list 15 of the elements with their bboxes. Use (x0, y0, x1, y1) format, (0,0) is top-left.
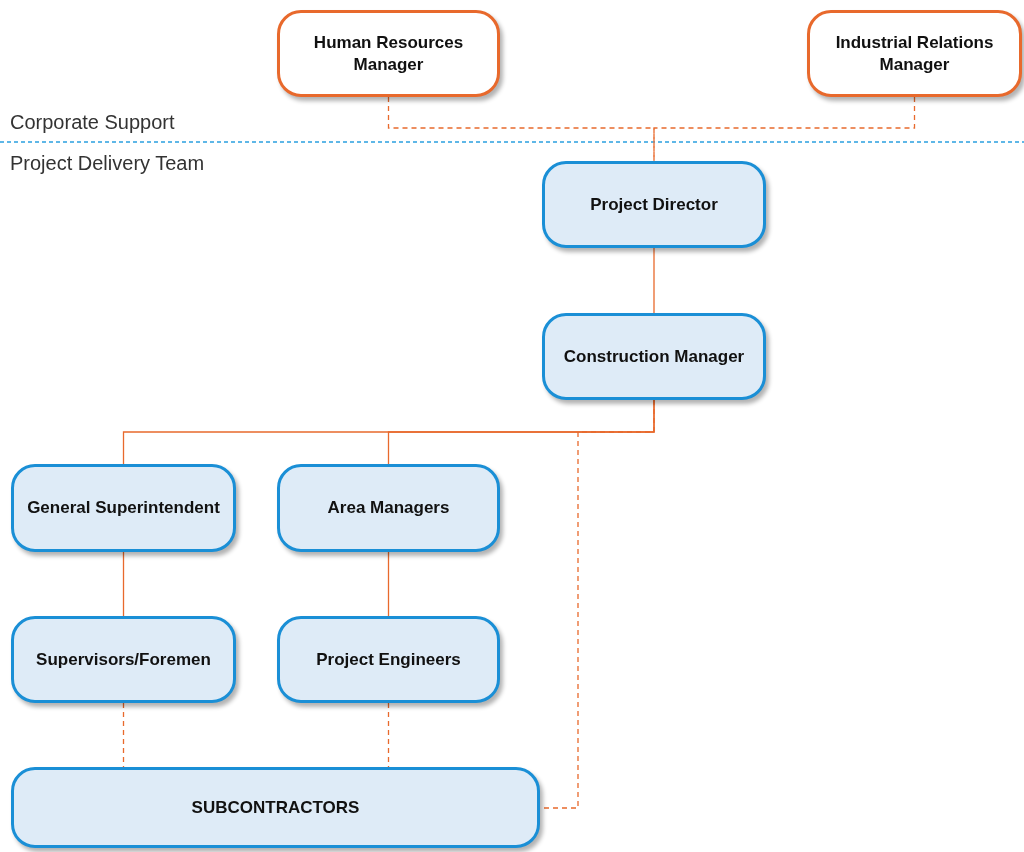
role-box: Project Director (542, 161, 766, 248)
role-box: Construction Manager (542, 313, 766, 400)
manager-box: Human Resources Manager (277, 10, 500, 97)
role-box: Supervisors/Foremen (11, 616, 236, 703)
connector-line (122, 551, 125, 617)
role-box: General Superintendent (11, 464, 236, 552)
role-box: Area Managers (277, 464, 500, 552)
connector-line (387, 551, 390, 617)
manager-box: Industrial Relations Manager (807, 10, 1022, 97)
role-box: Project Engineers (277, 616, 500, 703)
section-label: Project Delivery Team (10, 152, 205, 175)
dashed-connector (387, 96, 655, 162)
connector-line (653, 247, 655, 314)
section-label: Corporate Support (10, 111, 175, 134)
role-box: SUBCONTRACTORS (11, 767, 540, 848)
